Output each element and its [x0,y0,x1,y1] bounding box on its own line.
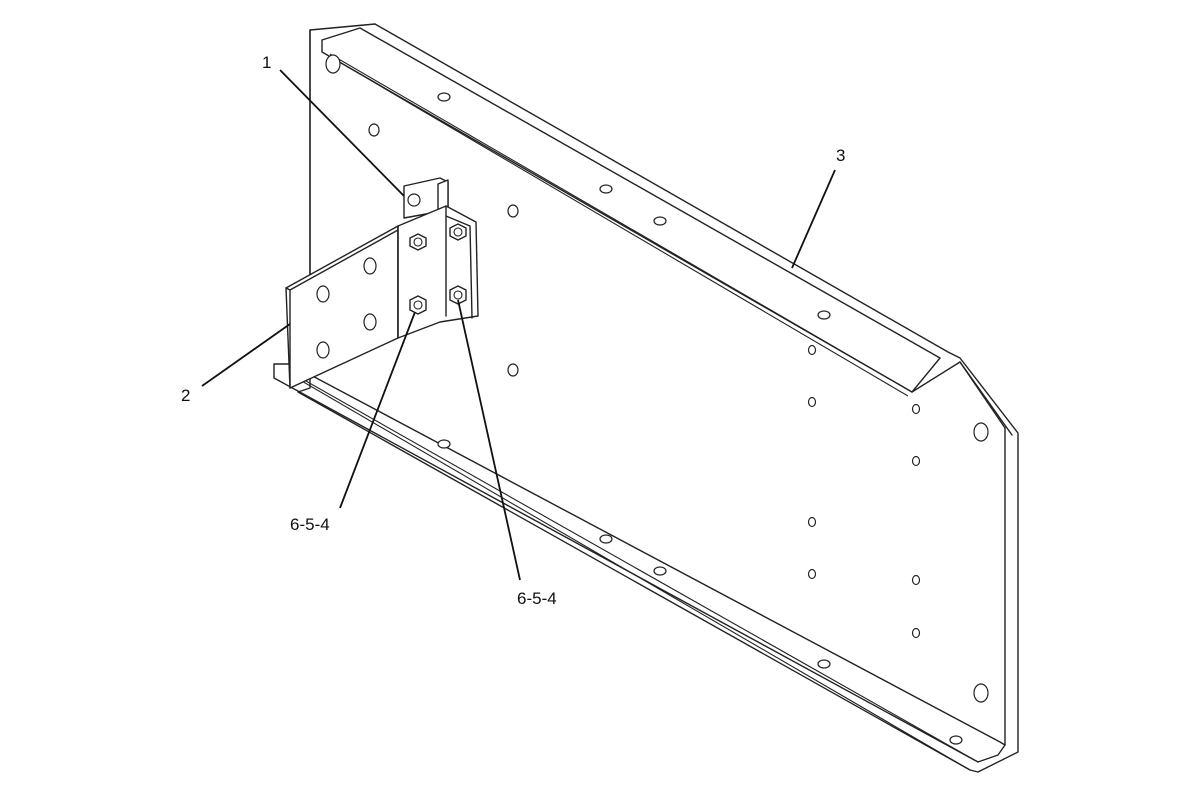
top-slot-4 [817,310,831,320]
bolt-lower-right [449,285,467,305]
bottom-slot-4 [817,659,831,669]
top-slot-3 [653,216,667,226]
bottom-slot-1 [437,439,451,449]
bottom-flange-edge [273,363,1006,763]
callout-2: 2 [181,386,190,405]
top-flange-edge [321,27,941,393]
leader-1 [279,69,405,197]
bolt-upper-left [409,233,427,251]
mounting-plate [273,23,1019,773]
leader-5 [457,299,521,581]
callout-3: 3 [836,146,845,165]
bolt-upper-right [449,223,467,241]
leader-3 [791,169,836,269]
callout-6-5-4-right: 6-5-4 [517,589,557,608]
plate-face [297,23,1019,773]
bracket-leg-vertical [397,205,479,339]
top-slot-2 [599,184,613,194]
bottom-slot-5 [949,735,963,745]
angle-bracket [285,205,479,389]
leader-2 [201,323,291,387]
bolt-lower-left [409,295,427,315]
small-bracket [403,177,449,219]
callout-1: 1 [262,53,271,72]
callout-6-5-4-left: 6-5-4 [290,515,330,534]
top-slot-1 [437,92,451,102]
leader-4 [339,311,416,509]
bottom-slot-3 [653,566,667,576]
bottom-slot-2 [599,534,613,544]
